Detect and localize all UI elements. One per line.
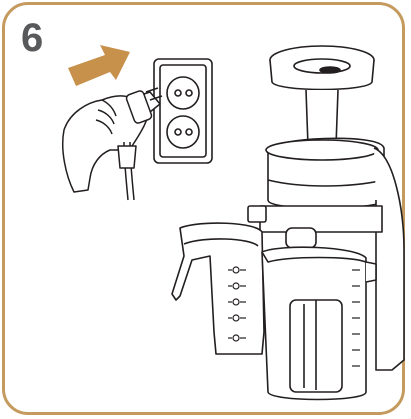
arrow-right-icon (68, 45, 130, 86)
power-plug-icon (63, 88, 162, 200)
wall-outlet-icon (154, 59, 212, 163)
